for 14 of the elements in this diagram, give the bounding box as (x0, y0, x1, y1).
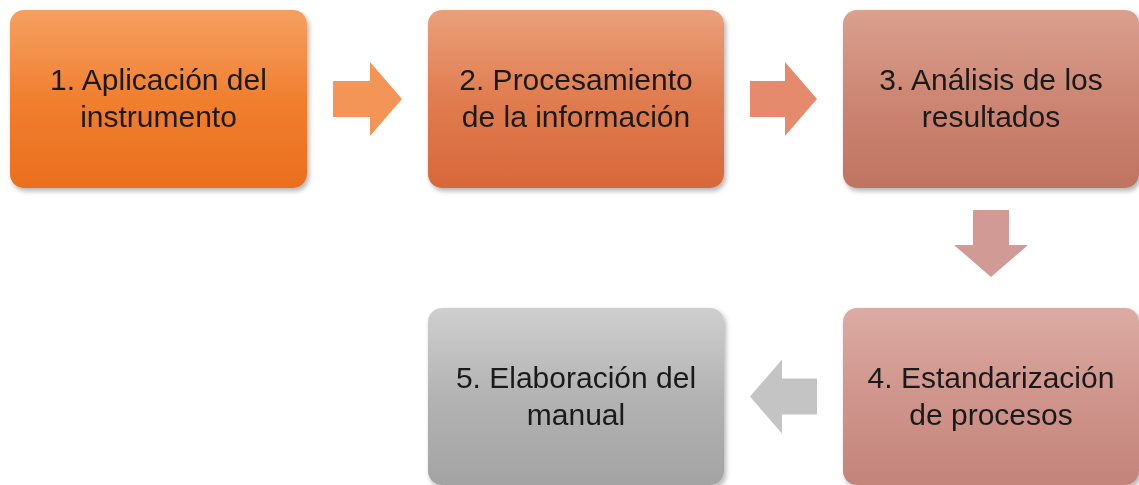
step-label: 1. Aplicación del instrumento (49, 62, 268, 135)
process-box (843, 308, 1139, 485)
step-label: 5. Elaboración del manual (454, 359, 698, 433)
process-box (428, 10, 724, 188)
block-arrow (333, 62, 402, 136)
step-label: 3. Análisis de los resultados (878, 62, 1104, 135)
block-arrow (750, 359, 817, 434)
block-arrow (954, 210, 1028, 277)
block-arrow (750, 62, 817, 136)
step-label: 2. Procesamiento de la información (458, 62, 694, 135)
process-box (843, 10, 1139, 188)
step-label: 4. Estandarización de procesos (866, 359, 1116, 433)
process-box (10, 10, 307, 188)
process-box (428, 308, 724, 485)
